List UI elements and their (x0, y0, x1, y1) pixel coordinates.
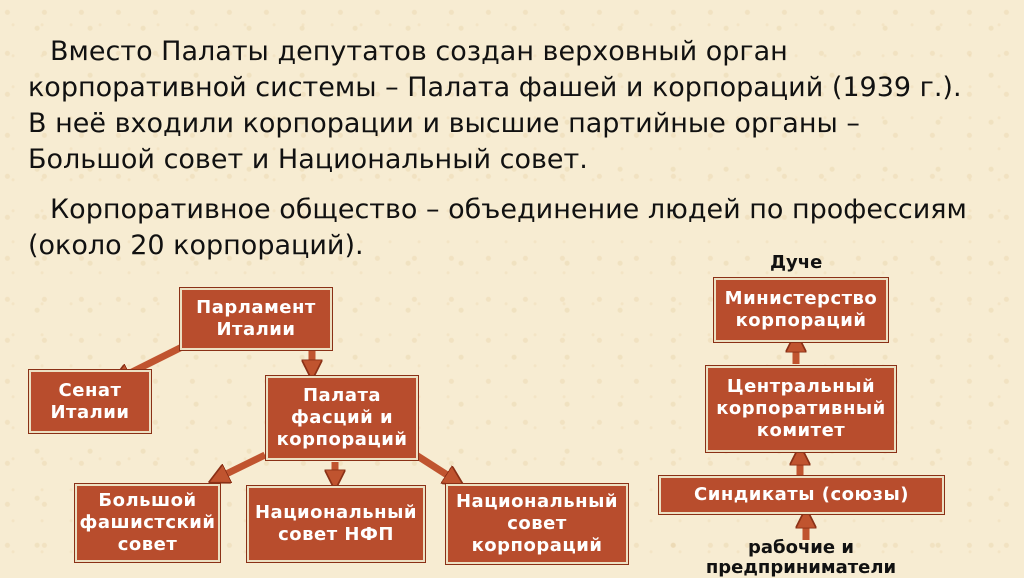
grand-council-box: Большой фашистский совет (74, 483, 221, 563)
nfp-council-box: Национальный совет НФП (246, 485, 426, 563)
senate-box: Сенат Италии (28, 369, 152, 434)
central-committee-box: Центральный корпоративный комитет (705, 365, 897, 453)
ministry-box: Министерство корпораций (713, 277, 889, 343)
corp-council-box: Национальный совет корпораций (445, 483, 629, 565)
ministry-label: Министерство корпораций (724, 288, 878, 331)
arrow-chamber-to-corp-council (414, 452, 455, 480)
central-committee-label: Центральный корпоративный комитет (716, 376, 886, 441)
arrow-chamber-to-grand-council (218, 451, 267, 478)
chamber-label: Палата фасций и корпораций (276, 385, 408, 450)
workers-label: рабочие и предприниматели (705, 537, 897, 578)
grand-council-label: Большой фашистский совет (79, 490, 216, 555)
nfp-council-label: Национальный совет НФП (254, 502, 417, 545)
corp-council-label: Национальный совет корпораций (455, 491, 618, 556)
syndicates-label: Синдикаты (союзы) (694, 484, 909, 505)
intro-paragraph: Вместо Палаты депутатов создан верховный… (28, 36, 962, 175)
parliament-box: Парламент Италии (179, 287, 333, 351)
duce-label: Дуче (770, 252, 823, 273)
parliament-label: Парламент Италии (196, 297, 316, 340)
senate-label: Сенат Италии (50, 379, 130, 423)
syndicates-box: Синдикаты (союзы) (658, 475, 945, 515)
chamber-box: Палата фасций и корпораций (265, 375, 419, 461)
definition-paragraph: Корпоративное общество – объединение люд… (28, 194, 967, 261)
